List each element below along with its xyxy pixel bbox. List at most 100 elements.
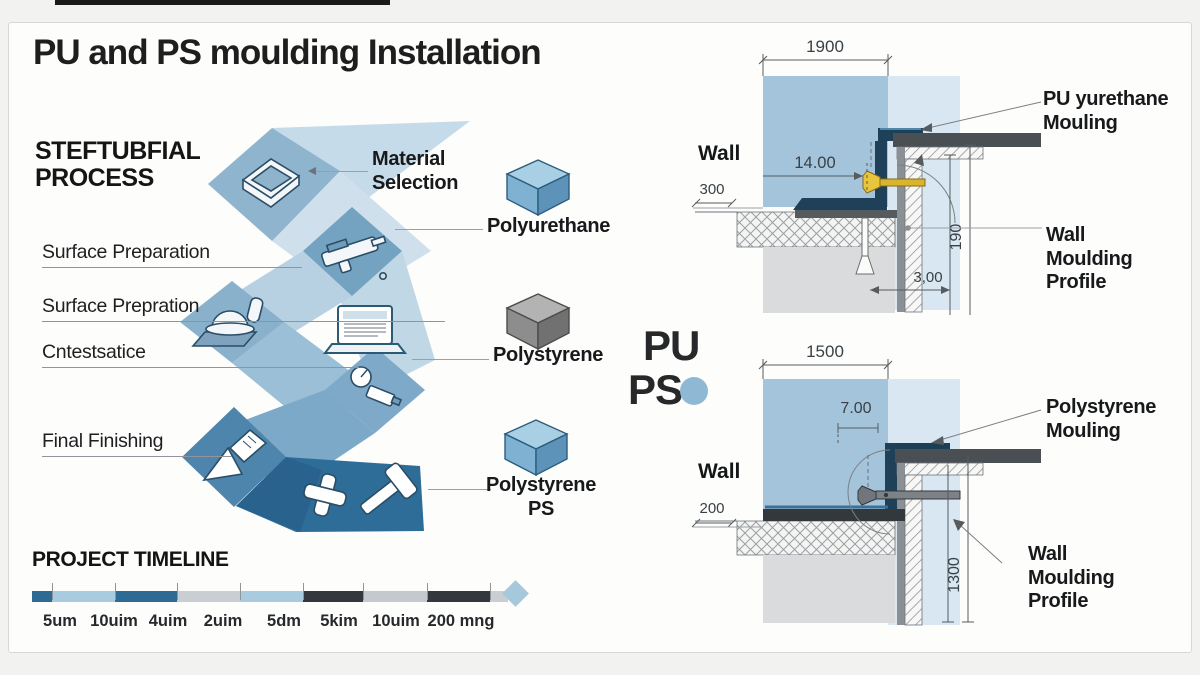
ribbon-band bbox=[205, 390, 375, 492]
step-surface-preparation: Surface Preparation bbox=[42, 241, 210, 263]
laptop-icon bbox=[322, 305, 408, 354]
timeline-tick bbox=[303, 583, 304, 600]
dim-gap-top: 3,00 bbox=[913, 269, 942, 286]
hatch-strip-vertical bbox=[904, 158, 923, 313]
timeline-segment bbox=[240, 591, 303, 602]
timeline-segment bbox=[177, 591, 240, 602]
profile-line3: Profile bbox=[1028, 590, 1089, 613]
ribbon-band bbox=[236, 457, 322, 532]
process-heading-line2: PROCESS bbox=[35, 163, 154, 192]
pu-moulding-label: PU yurethane Mouling bbox=[1043, 88, 1169, 135]
ps-moulding-line1: Polystyrene bbox=[1046, 396, 1157, 418]
material-selection-line2: Selection bbox=[372, 171, 459, 194]
timeline-tick-label: 4uim bbox=[148, 612, 188, 630]
pu-moulding-line1: PU yurethane bbox=[1043, 88, 1169, 110]
ps-moulding-line2: Mouling bbox=[1046, 419, 1121, 442]
polyurethane-label: Polyurethane bbox=[487, 215, 611, 237]
leader-arrow-icon bbox=[308, 167, 316, 175]
profile-line1: Wall bbox=[1028, 543, 1068, 565]
wall-label-bottom: Wall bbox=[698, 460, 741, 483]
screw-anchor-icon bbox=[855, 217, 875, 275]
timeline-tick-label: 10uim bbox=[372, 612, 420, 630]
timeline-tick bbox=[363, 583, 364, 600]
cross-tool-icon bbox=[303, 473, 347, 517]
polystyrene-ps-line1: Polystyrene bbox=[485, 474, 597, 496]
step-underline bbox=[42, 456, 232, 457]
floor-gray bbox=[763, 247, 895, 313]
polyurethane-box-icon bbox=[505, 159, 571, 217]
timeline-tick-label: 2uim bbox=[203, 612, 243, 630]
wall-label-top: Wall bbox=[698, 142, 741, 165]
timeline-tick-label: 5kim bbox=[320, 612, 358, 630]
timeline-tick bbox=[52, 583, 53, 600]
timeline-tick-label: 200 mng bbox=[427, 612, 495, 630]
drill-gauge-icon bbox=[350, 366, 403, 407]
timeline-segment bbox=[52, 591, 115, 602]
box-icon bbox=[241, 158, 301, 208]
timeline-tick bbox=[177, 583, 178, 600]
process-heading-line1: STEFTUBFIAL bbox=[35, 137, 201, 165]
timeline-tick-label: 5um bbox=[43, 612, 77, 630]
dim-screw-top: 14.00 bbox=[794, 154, 835, 172]
material-selection-label: Material Selection bbox=[372, 148, 459, 195]
step-cntestsatice: Cntestsatice bbox=[42, 341, 146, 363]
base-bar bbox=[795, 210, 905, 218]
dim-width-bottom: 1500 bbox=[806, 342, 844, 361]
polystyrene-ps-label: Polystyrene PS bbox=[478, 474, 604, 521]
profile-gray-bar bbox=[897, 147, 905, 312]
dim-height-bottom: 1300 bbox=[946, 557, 963, 593]
leader-line bbox=[395, 229, 483, 230]
arrow-icon bbox=[202, 428, 268, 482]
hatch-strip-vertical bbox=[904, 474, 923, 626]
step-underline bbox=[42, 321, 445, 322]
polystyrene-ps-line2: PS bbox=[527, 497, 555, 520]
process-heading: STEFTUBFIAL PROCESS bbox=[35, 137, 201, 192]
screw-gray-icon bbox=[857, 485, 961, 506]
step-underline bbox=[42, 267, 302, 268]
timeline-segment bbox=[490, 591, 508, 602]
step-surface-prepration: Surface Prepration bbox=[42, 295, 200, 317]
polystyrene-ps-box-icon bbox=[503, 419, 569, 477]
caulk-gun-icon bbox=[320, 235, 387, 280]
dim-left-top: 300 bbox=[699, 181, 724, 198]
pu-detail-drawing: 1900 14.00 300 bbox=[691, 37, 1042, 315]
top-edge-bar bbox=[55, 0, 390, 5]
timeline-tick-label: 5dm bbox=[267, 612, 301, 630]
timeline-segment bbox=[303, 591, 363, 602]
moulding-profile-bottom bbox=[793, 198, 887, 210]
legend-circle-icon bbox=[680, 377, 708, 405]
profile-gray-bar bbox=[897, 463, 905, 625]
polystyrene-label: Polystyrene bbox=[493, 344, 604, 366]
timeline-tick bbox=[490, 583, 491, 600]
timeline-segment bbox=[363, 591, 427, 602]
floor-gray bbox=[763, 555, 895, 623]
profile-line2: Moulding bbox=[1028, 566, 1115, 589]
leader-line bbox=[428, 489, 491, 490]
wall-moulding-profile-label-bottom: Wall Moulding Profile bbox=[1028, 543, 1115, 614]
mallet-icon bbox=[360, 462, 418, 515]
floor-hatch bbox=[736, 520, 896, 556]
hard-hat-icon bbox=[191, 297, 264, 347]
timeline-tick bbox=[240, 583, 241, 600]
leader-line bbox=[412, 359, 489, 360]
timeline-segment bbox=[115, 591, 177, 602]
ribbon-node bbox=[182, 407, 286, 507]
hatch-strip-horizontal bbox=[896, 462, 984, 476]
profile-line3: Profile bbox=[1046, 271, 1107, 294]
ps-detail-drawing: 1500 7.00 200 bbox=[691, 342, 1042, 626]
step-final-finishing: Final Finishing bbox=[42, 430, 164, 452]
timeline-tick-label: 10uim bbox=[90, 612, 138, 630]
profile-line1: Wall bbox=[1046, 224, 1086, 246]
dim-screw-bottom: 7.00 bbox=[840, 400, 871, 417]
dim-left-bottom: 200 bbox=[699, 500, 724, 517]
polystyrene-box-icon bbox=[505, 293, 571, 351]
step-underline bbox=[42, 367, 359, 368]
moulding-profile-vertical bbox=[875, 141, 887, 210]
page-title: PU and PS moulding Installation bbox=[33, 33, 542, 72]
dim-height-top: 190 bbox=[948, 224, 965, 251]
timeline-tick bbox=[115, 583, 116, 600]
ceiling-bar bbox=[893, 133, 1041, 147]
legend-ps: PS bbox=[628, 366, 683, 413]
wall-blue-region bbox=[763, 379, 888, 509]
